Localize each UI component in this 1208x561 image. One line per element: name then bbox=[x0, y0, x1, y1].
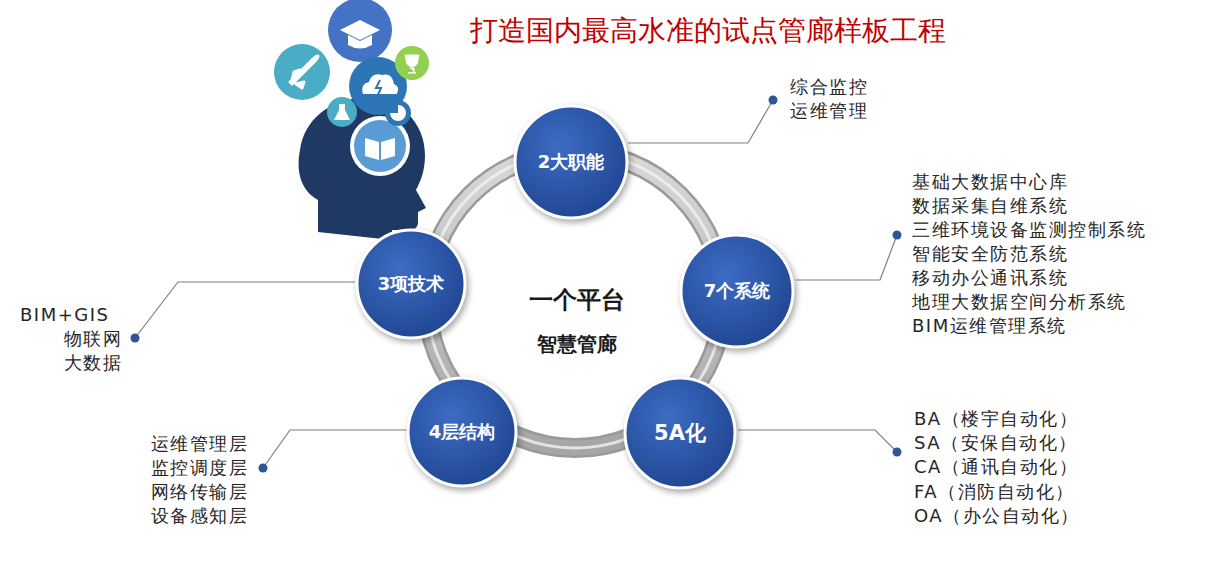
function-item: 综合监控 bbox=[790, 76, 868, 98]
topic-circle: 2大职能 bbox=[513, 104, 629, 220]
automation-item: CA（通讯自动化） bbox=[914, 456, 1078, 478]
page-title: 打造国内最高水准的试点管廊样板工程 bbox=[470, 12, 946, 50]
automation-item: SA（安保自动化） bbox=[914, 432, 1078, 454]
topic-circle: 3项技术 bbox=[355, 228, 467, 340]
technology-item: 物联网 bbox=[64, 328, 123, 350]
system-item: BIM运维管理系统 bbox=[912, 315, 1067, 337]
automation-item: OA（办公自动化） bbox=[914, 505, 1080, 527]
leader-lines bbox=[135, 100, 897, 468]
topic-label: 2大职能 bbox=[538, 151, 605, 174]
platform-subtitle: 智慧管廊 bbox=[537, 332, 617, 356]
automation-item: FA（消防自动化） bbox=[914, 481, 1075, 503]
system-item: 移动办公通讯系统 bbox=[912, 267, 1068, 289]
layer-item: 监控调度层 bbox=[151, 457, 249, 479]
topic-label: 3项技术 bbox=[378, 273, 445, 296]
technology-item: BIM+GIS bbox=[20, 304, 109, 326]
topic-circle: 7个系统 bbox=[679, 233, 795, 349]
leader-dots bbox=[131, 96, 902, 473]
layer-item: 运维管理层 bbox=[151, 433, 249, 455]
system-item: 地理大数据空间分析系统 bbox=[912, 291, 1127, 313]
function-item: 运维管理 bbox=[790, 100, 868, 122]
platform-text: 一个平台 bbox=[529, 286, 625, 315]
topic-label: 5A化 bbox=[654, 420, 706, 446]
system-item: 智能安全防范系统 bbox=[912, 243, 1068, 265]
technology-item: 大数据 bbox=[64, 352, 123, 374]
topic-circle: 4层结构 bbox=[406, 376, 518, 488]
topic-label: 7个系统 bbox=[704, 280, 771, 303]
system-item: 基础大数据中心库 bbox=[912, 171, 1068, 193]
topic-circle: 5A化 bbox=[623, 376, 737, 490]
automation-item: BA（楼宇自动化） bbox=[914, 408, 1078, 430]
system-item: 三维环境设备监测控制系统 bbox=[912, 219, 1146, 241]
topic-label: 4层结构 bbox=[429, 421, 496, 444]
layer-item: 设备感知层 bbox=[151, 505, 249, 527]
system-item: 数据采集自维系统 bbox=[912, 195, 1068, 217]
head-illustration bbox=[274, 0, 429, 240]
layer-item: 网络传输层 bbox=[151, 481, 249, 503]
